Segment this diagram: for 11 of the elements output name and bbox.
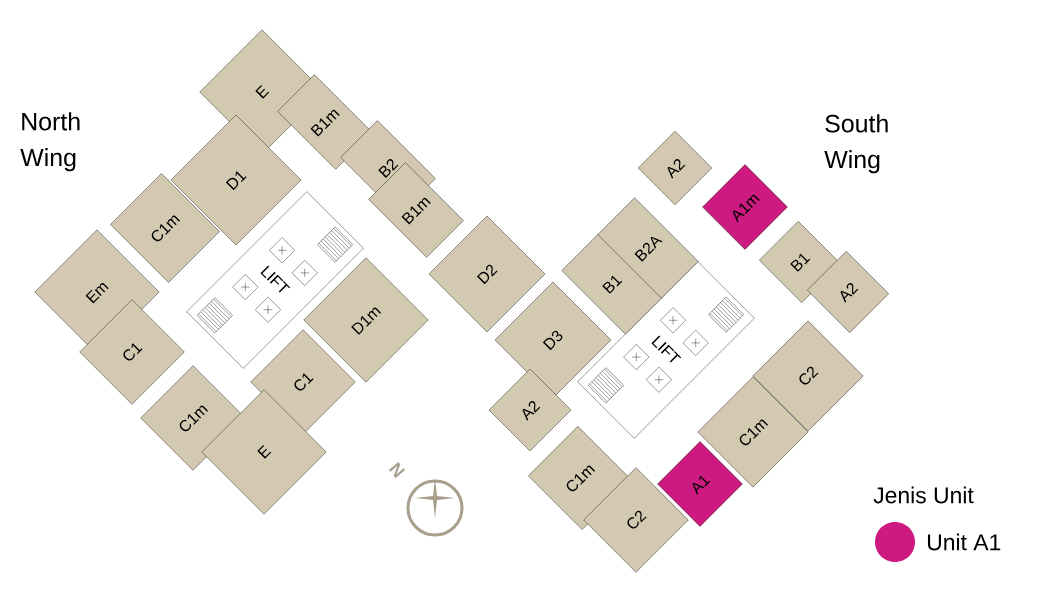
legend-title: Jenis Unit — [873, 486, 974, 504]
wing-title: South Wing — [824, 114, 888, 174]
north-label: N — [388, 461, 406, 478]
legend-label: Unit A1 — [927, 533, 1001, 551]
unit-box: C1m — [140, 365, 246, 471]
unit-box: A2 — [488, 368, 572, 452]
wing-title: North Wing — [20, 112, 80, 172]
unit-box: B1 — [759, 221, 841, 303]
unit-box: D2 — [428, 215, 546, 333]
unit-box: C1m — [110, 173, 220, 283]
unit-box: A2 — [638, 131, 712, 205]
